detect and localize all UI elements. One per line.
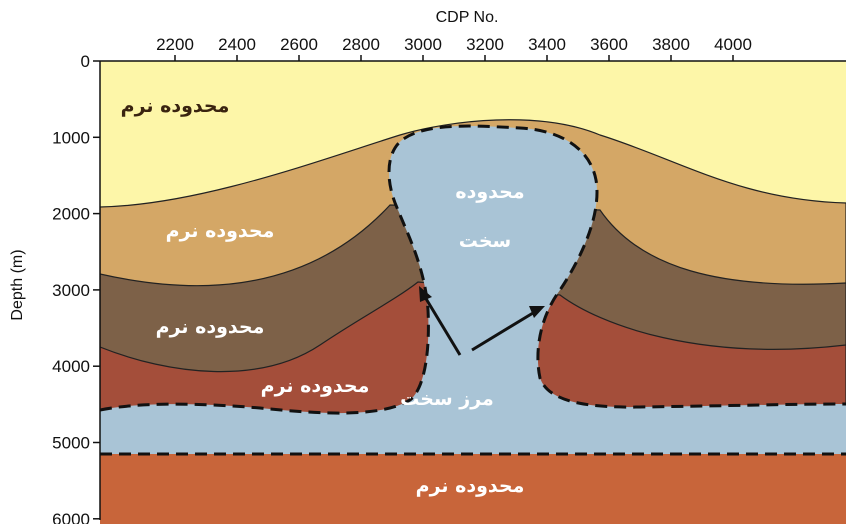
y-tick-label: 4000 xyxy=(52,357,90,376)
arrow-left xyxy=(419,286,462,356)
label-soft-layer3: محدوده نرم xyxy=(156,316,265,338)
x-axis-title: CDP No. xyxy=(436,9,499,26)
x-tick-label: 2400 xyxy=(218,35,256,54)
label-hard-line2: سخت xyxy=(459,230,512,252)
y-tick-label: 3000 xyxy=(52,281,90,300)
arrow-right xyxy=(471,306,545,352)
x-tick-label: 3200 xyxy=(466,35,504,54)
x-tick-label: 3600 xyxy=(590,35,628,54)
label-hard-boundary: مرز سخت xyxy=(400,388,494,410)
x-tick-label: 3800 xyxy=(652,35,690,54)
x-tick-label: 2600 xyxy=(280,35,318,54)
x-tick-label: 2200 xyxy=(156,35,194,54)
label-soft-layer2: محدوده نرم xyxy=(166,220,275,242)
y-tick-label: 1000 xyxy=(52,128,90,147)
label-hard-line1: محدوده xyxy=(455,181,524,203)
label-soft-bottom: محدوده نرم xyxy=(416,475,525,497)
x-axis-ticks: 2200 2400 2600 2800 3000 3200 3400 3600 3800 4000 xyxy=(156,35,752,61)
y-axis-title: Depth (m) xyxy=(9,249,26,320)
y-tick-label: 6000 xyxy=(52,510,90,524)
y-axis-ticks: 0 1000 2000 3000 4000 5000 6000 xyxy=(52,52,100,524)
x-tick-label: 2800 xyxy=(342,35,380,54)
label-soft-layer4: محدوده نرم xyxy=(261,375,370,397)
soft-region-bottom xyxy=(100,454,846,524)
x-tick-label: 4000 xyxy=(714,35,752,54)
hard-region xyxy=(100,126,846,454)
y-tick-label: 0 xyxy=(81,52,90,71)
label-soft-top: محدوده نرم xyxy=(121,95,230,117)
x-tick-label: 3400 xyxy=(528,35,566,54)
hard-boundary-line xyxy=(100,124,846,415)
x-tick-label: 3000 xyxy=(404,35,442,54)
y-tick-label: 2000 xyxy=(52,205,90,224)
y-tick-label: 5000 xyxy=(52,434,90,453)
